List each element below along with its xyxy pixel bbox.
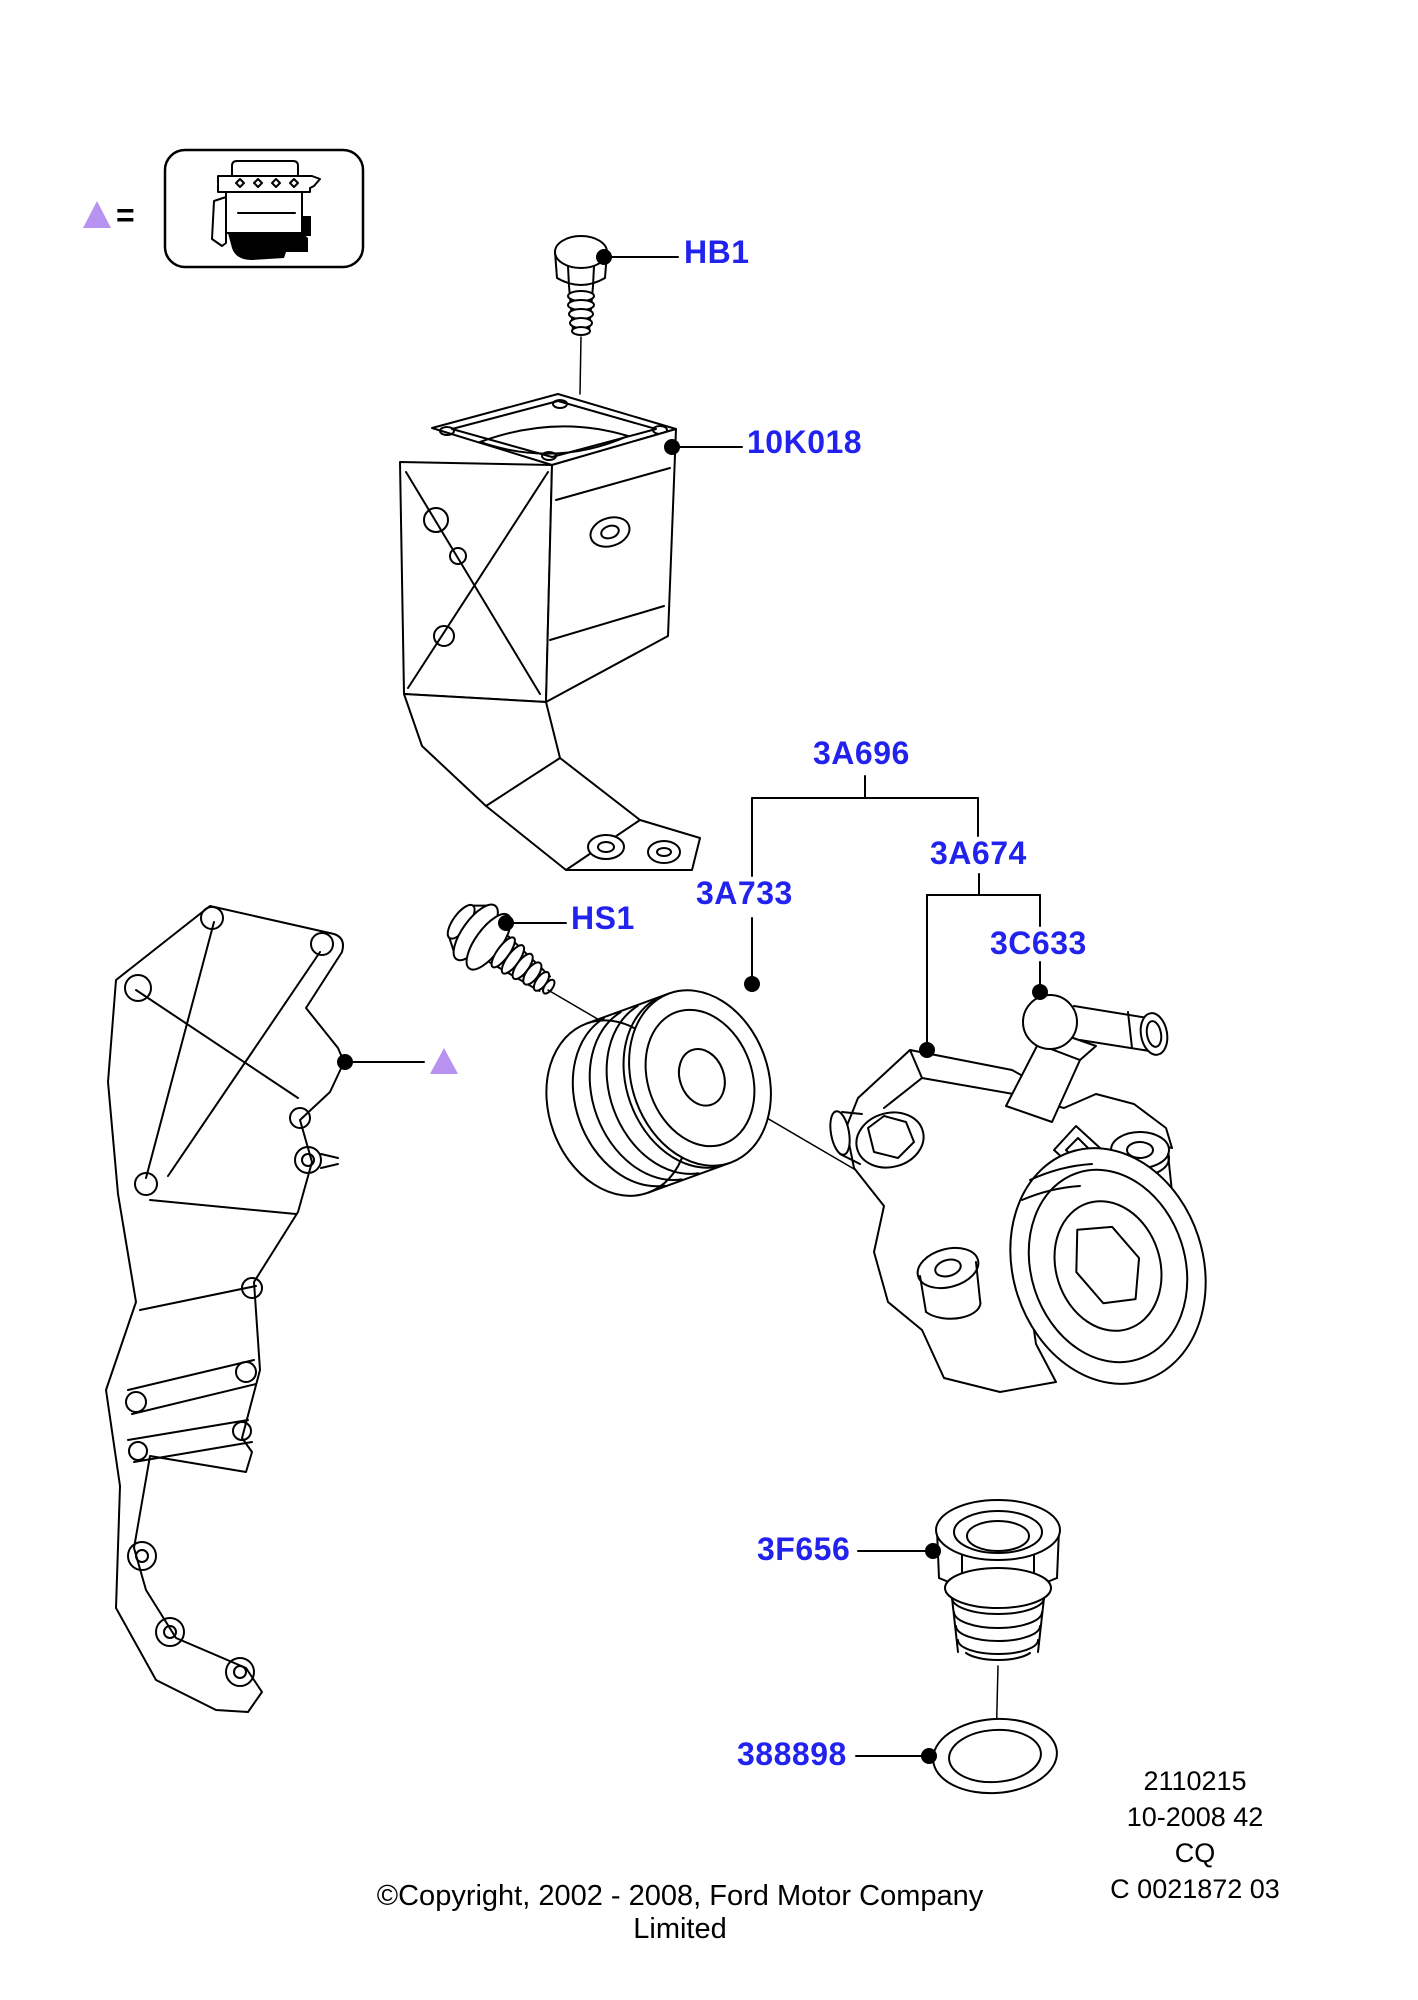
bolt-part: [554, 235, 608, 395]
copyright-notice: ©Copyright, 2002 - 2008, Ford Motor Comp…: [376, 1880, 984, 1945]
callout-3a674: 3A674: [930, 835, 1027, 871]
legend-box: [163, 148, 365, 269]
drawing-date-code: 10-2008 42: [1126, 1802, 1264, 1832]
engine-icon: [211, 160, 321, 260]
leader-lines: [337, 249, 1048, 1764]
legend-equals-sign: =: [116, 197, 135, 233]
bracket-part: [399, 393, 701, 871]
callout-3f656: 3F656: [757, 1531, 851, 1567]
callout-3a696: 3A696: [813, 735, 910, 771]
callout-hs1: HS1: [571, 900, 635, 936]
drawing-info-block: 2110215 10-2008 42 CQ C 0021872 03: [1080, 1763, 1310, 1907]
callout-10k018: 10K018: [747, 424, 863, 460]
triangle-marker: [430, 1048, 458, 1074]
drawing-number: C 0021872 03: [1110, 1874, 1280, 1904]
screw-part: [446, 903, 556, 995]
pump-part: [829, 1049, 1207, 1393]
callout-tree-lines: [751, 775, 1041, 1047]
connector-part: [1005, 994, 1169, 1123]
callout-3c633: 3C633: [990, 925, 1087, 961]
drawing-ref-number: 2110215: [1143, 1766, 1247, 1796]
drawing-code: CQ: [1174, 1838, 1216, 1868]
fitting-part: [935, 1499, 1061, 1749]
pulley-part: [545, 989, 772, 1197]
callout-3a733: 3A733: [696, 875, 793, 911]
mount-bracket-part: [105, 905, 345, 1713]
legend-triangle-icon: [83, 201, 111, 228]
callout-388898: 388898: [737, 1736, 847, 1772]
o-ring-part: [932, 1717, 1058, 1795]
callout-hb1: HB1: [684, 234, 750, 270]
